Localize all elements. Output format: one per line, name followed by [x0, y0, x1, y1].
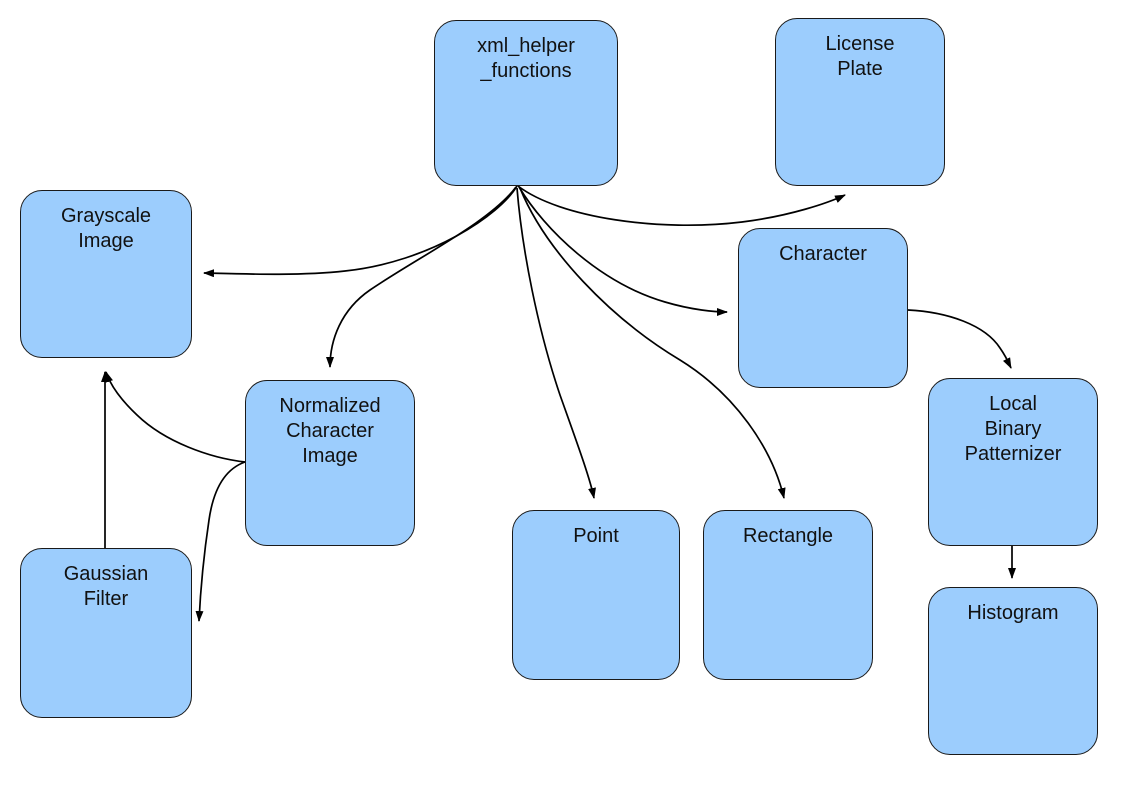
- node-rectangle[interactable]: Rectangle: [703, 510, 873, 680]
- node-point[interactable]: Point: [512, 510, 680, 680]
- node-normalized-character-image[interactable]: Normalized Character Image: [245, 380, 415, 546]
- node-gaussian-filter[interactable]: Gaussian Filter: [20, 548, 192, 718]
- node-histogram[interactable]: Histogram: [928, 587, 1098, 755]
- node-label: Rectangle: [742, 525, 834, 547]
- edge-xml-to-license-plate: [517, 185, 846, 226]
- node-label: Grayscale Image: [60, 205, 152, 252]
- node-label: Gaussian Filter: [63, 563, 149, 610]
- node-label: License Plate: [825, 33, 895, 80]
- node-label: Local Binary Patternizer: [964, 393, 1062, 465]
- edge-normalized-to-gaussian-filter: [195, 461, 246, 622]
- edge-character-to-local-binary-patternizer: [907, 309, 1012, 369]
- edge-xml-to-point: [516, 187, 596, 499]
- edge-xml-to-character: [518, 186, 728, 316]
- node-label: Point: [573, 525, 619, 547]
- node-local-binary-patternizer[interactable]: Local Binary Patternizer: [928, 378, 1098, 546]
- node-xml-helper-functions[interactable]: xml_helper _functions: [434, 20, 618, 186]
- edge-xml-to-grayscale: [203, 185, 518, 278]
- edge-normalized-to-grayscale: [105, 371, 246, 463]
- node-label: Histogram: [967, 602, 1059, 624]
- node-label: Normalized Character Image: [279, 395, 381, 467]
- node-grayscale-image[interactable]: Grayscale Image: [20, 190, 192, 358]
- node-license-plate[interactable]: License Plate: [775, 18, 945, 186]
- edge-xml-to-normalized-character-image: [326, 186, 517, 368]
- node-label: xml_helper _functions: [477, 35, 575, 82]
- node-character[interactable]: Character: [738, 228, 908, 388]
- node-label: Character: [779, 243, 867, 265]
